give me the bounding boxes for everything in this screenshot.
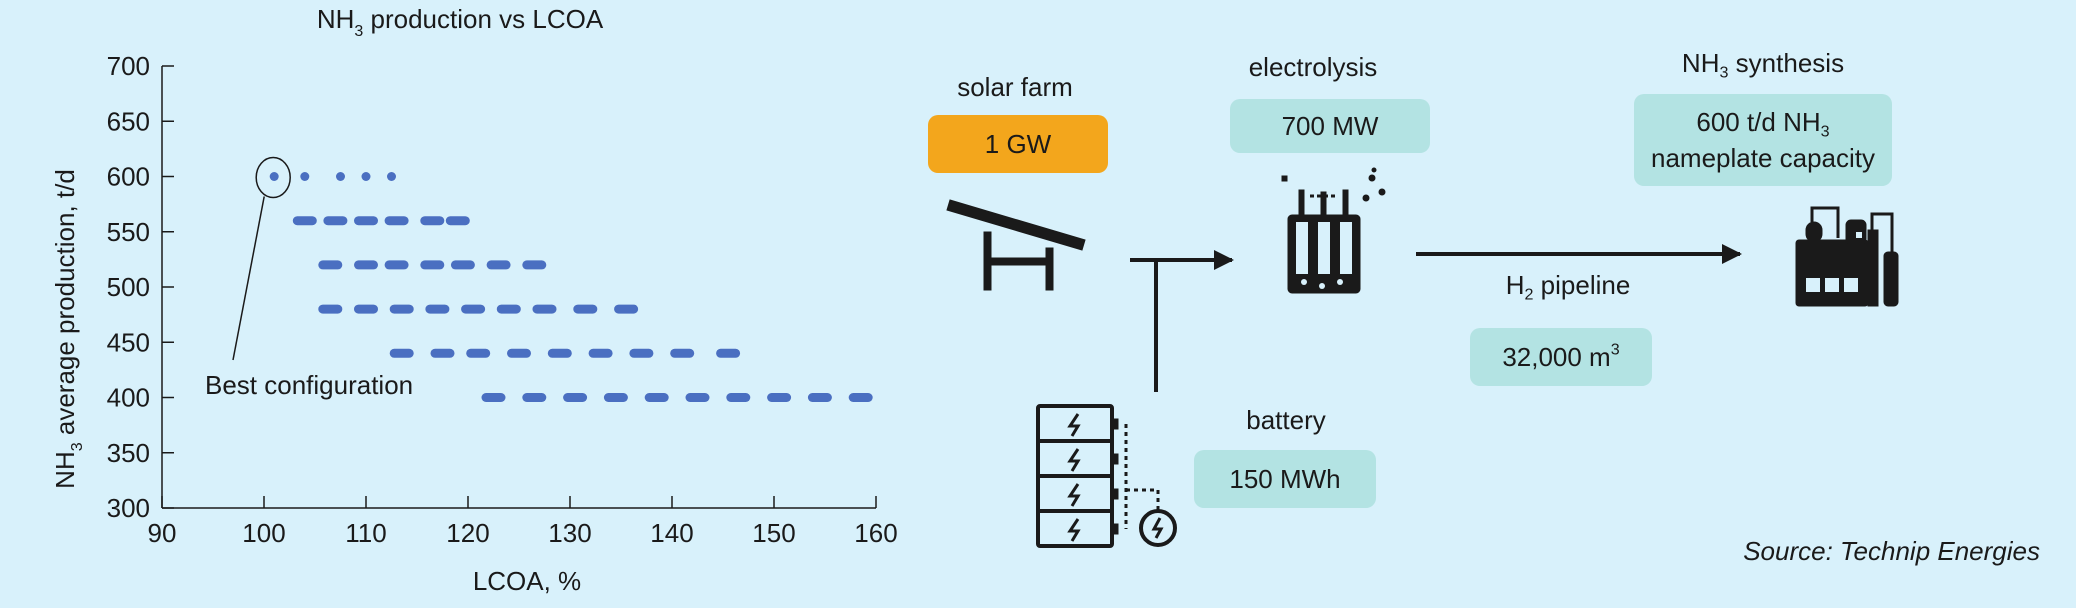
data-point bbox=[522, 260, 547, 270]
data-point bbox=[532, 304, 557, 314]
data-point bbox=[807, 393, 832, 402]
data-point bbox=[389, 304, 414, 314]
data-point bbox=[336, 172, 345, 181]
annotation-circle bbox=[255, 156, 291, 199]
solar-farm-label: solar farm bbox=[957, 72, 1073, 102]
data-point bbox=[547, 348, 572, 358]
x-tick-label: 90 bbox=[148, 518, 177, 548]
data-point bbox=[573, 304, 598, 314]
data-point bbox=[848, 393, 873, 402]
data-point bbox=[767, 393, 792, 402]
chart: NH3 production vs LCOA 300 350 400 450 500 55… bbox=[50, 4, 898, 596]
data-point bbox=[507, 348, 531, 358]
chart-title: NH3 production vs LCOA bbox=[317, 4, 604, 40]
nh3-synthesis-label: NH3 synthesis bbox=[1681, 48, 1845, 82]
data-point bbox=[387, 172, 396, 181]
y-tick-label: 700 bbox=[107, 51, 150, 81]
data-point bbox=[354, 216, 378, 226]
data-point bbox=[726, 393, 751, 402]
data-point bbox=[461, 304, 486, 314]
battery-label: battery bbox=[1246, 405, 1326, 435]
electrolysis-label: electrolysis bbox=[1248, 52, 1378, 82]
y-tick-label: 300 bbox=[107, 493, 150, 523]
battery-value-text: 150 MWh bbox=[1229, 463, 1341, 494]
data-point bbox=[354, 260, 378, 270]
battery-stack-icon bbox=[1036, 404, 1177, 548]
data-point bbox=[629, 348, 654, 358]
data-point bbox=[323, 216, 348, 226]
ammonia-plant-icon bbox=[1795, 206, 1899, 307]
data-point bbox=[300, 172, 310, 181]
data-point bbox=[588, 348, 613, 358]
y-tick-label: 600 bbox=[107, 162, 150, 192]
electrolysis-value-text: 700 MW bbox=[1281, 110, 1379, 141]
electrolysis-value: 700 MW bbox=[1230, 99, 1430, 153]
y-tick-label: 650 bbox=[107, 106, 150, 136]
synthesis-capacity-line1: 600 t/d NH3 bbox=[1696, 106, 1830, 141]
data-point bbox=[292, 216, 317, 226]
data-point bbox=[685, 393, 710, 402]
data-point bbox=[716, 348, 741, 358]
h2-pipeline-label: H2 pipeline bbox=[1505, 270, 1631, 304]
x-tick-label: 110 bbox=[345, 518, 386, 548]
x-tick-label: 100 bbox=[242, 518, 285, 548]
data-point bbox=[603, 393, 628, 402]
solar-panel-icon bbox=[946, 199, 1086, 291]
data-point bbox=[670, 348, 695, 358]
y-tick-label: 350 bbox=[107, 438, 150, 468]
data-point bbox=[361, 172, 371, 181]
data-point bbox=[644, 393, 669, 402]
x-axis-ticks: 90 100 110 120 130 140 150 160 bbox=[148, 496, 898, 548]
data-point bbox=[318, 304, 343, 314]
annotation-label: Best configuration bbox=[205, 370, 413, 400]
data-point bbox=[486, 260, 511, 270]
electrolyzer-icon bbox=[1281, 167, 1386, 294]
y-tick-label: 550 bbox=[107, 217, 150, 247]
data-point bbox=[496, 304, 521, 314]
data-point bbox=[614, 304, 639, 314]
data-point bbox=[522, 393, 547, 402]
data-point bbox=[466, 348, 491, 358]
x-tick-label: 160 bbox=[854, 518, 897, 548]
y-axis-label: NH3 average production, t/d bbox=[50, 169, 86, 489]
x-tick-label: 140 bbox=[650, 518, 693, 548]
data-point bbox=[269, 172, 279, 181]
x-tick-label: 150 bbox=[752, 518, 795, 548]
data-point bbox=[318, 260, 343, 270]
chart-points bbox=[269, 172, 873, 402]
annotation-leader bbox=[232, 196, 265, 361]
data-point bbox=[445, 216, 470, 226]
y-tick-label: 400 bbox=[107, 383, 150, 413]
data-point bbox=[389, 348, 414, 358]
synthesis-capacity-line2: nameplate capacity bbox=[1650, 142, 1876, 173]
nh3-synthesis-value: 600 t/d NH3 nameplate capacity bbox=[1634, 94, 1892, 186]
data-point bbox=[384, 216, 409, 226]
x-tick-label: 120 bbox=[446, 518, 489, 548]
data-point bbox=[430, 348, 455, 358]
y-tick-label: 500 bbox=[107, 272, 150, 302]
data-point bbox=[481, 393, 506, 402]
power-connection-lines bbox=[1130, 250, 1234, 392]
solar-farm-value: 1 GW bbox=[928, 115, 1108, 173]
data-point bbox=[420, 260, 445, 270]
data-point bbox=[420, 216, 445, 226]
best-configuration-annotation: Best configuration bbox=[205, 156, 413, 400]
y-tick-label: 450 bbox=[107, 327, 150, 357]
data-point bbox=[563, 393, 588, 402]
battery-value: 150 MWh bbox=[1194, 450, 1376, 508]
data-point bbox=[384, 260, 409, 270]
data-point bbox=[450, 260, 475, 270]
x-tick-label: 130 bbox=[548, 518, 591, 548]
source-credit: Source: Technip Energies bbox=[1743, 536, 2040, 566]
h2-pipeline-value: 32,000 m3 bbox=[1470, 328, 1652, 386]
x-axis-label: LCOA, % bbox=[473, 566, 581, 596]
data-point bbox=[425, 304, 450, 314]
solar-farm-value-text: 1 GW bbox=[984, 128, 1052, 159]
y-axis-ticks: 300 350 400 450 500 550 600 650 700 bbox=[107, 51, 174, 523]
data-point bbox=[354, 304, 378, 314]
